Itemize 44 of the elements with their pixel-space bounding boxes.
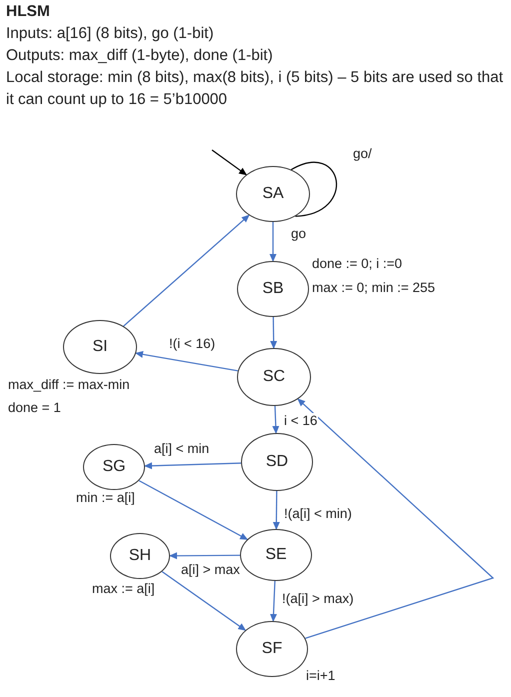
state-ellipse [110, 533, 170, 579]
transition-arrow [270, 317, 278, 349]
action-text: max_diff := max-min [8, 377, 130, 393]
edge-label: !(a[i] < min) [283, 506, 353, 522]
self-loop [291, 162, 337, 217]
state-label: SD [266, 453, 288, 471]
action-text: done = 1 [8, 400, 61, 416]
state-label: SC [262, 368, 286, 386]
transition-arrow [123, 214, 250, 327]
transition-arrow [135, 350, 238, 372]
state-label: SF [262, 640, 282, 658]
action-text: min := a[i] [76, 490, 135, 506]
state-label: SA [262, 185, 284, 203]
action-text: done := 0; i :=0 [312, 256, 402, 272]
state-label: SE [265, 546, 287, 564]
transition-arrow [169, 552, 240, 560]
action-text: max := a[i] [92, 581, 155, 597]
transition-arrow [144, 462, 242, 470]
edge-label: a[i] < min [153, 441, 210, 457]
edge-label: !(i < 16) [168, 336, 216, 352]
state-ellipse [240, 529, 312, 581]
transition-arrow [270, 580, 277, 622]
state-ellipse [83, 444, 145, 490]
state-ellipse [236, 166, 310, 222]
action-text: i=i+1 [306, 668, 336, 684]
transition-arrow [270, 222, 276, 262]
edge-label: go/ [352, 146, 373, 162]
edge-label: !(a[i] > max) [281, 591, 355, 607]
state-label: SB [262, 280, 284, 298]
transition-arrow [272, 406, 280, 434]
state-label: SI [92, 338, 108, 356]
transition-arrow [212, 150, 247, 176]
text-line: Inputs: a[16] (8 bits), go (1-bit) [6, 24, 215, 44]
title: HLSM [6, 2, 50, 22]
action-text: max := 0; min := 255 [312, 280, 436, 296]
state-label: SG [102, 458, 126, 476]
text-line: Outputs: max_diff (1-byte), done (1-bit) [6, 46, 274, 66]
transition-arrow [272, 491, 280, 530]
transition-arrow [138, 480, 248, 540]
state-label: SH [128, 547, 152, 565]
text-line: Local storage: min (8 bits), max(8 bits), i (5 bits) – 5 bits are used so that it can count up to 16 = 5’b10000 [6, 68, 504, 110]
transition-arrow [297, 398, 494, 639]
transition-arrow [162, 571, 246, 631]
edge-label: a[i] > max [180, 562, 241, 578]
